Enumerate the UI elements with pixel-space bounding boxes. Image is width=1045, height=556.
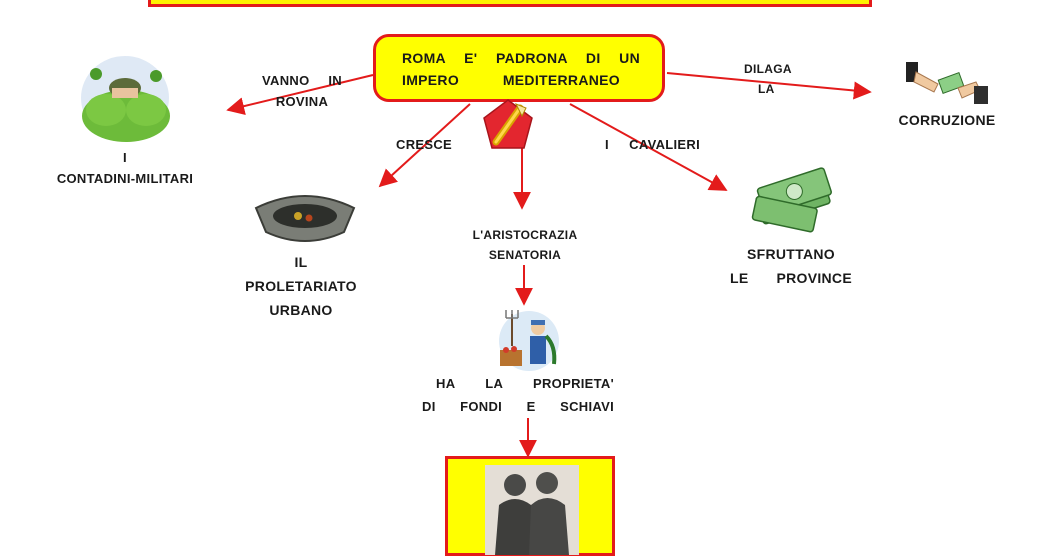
proletariato-line2: PROLETARIATO (245, 278, 357, 294)
contadini-line1: I (123, 150, 127, 165)
label-vanno: VANNO IN ROVINA (262, 73, 342, 109)
arrow-to-proletariato (378, 103, 471, 188)
root-concept-box: ROMA E' PADRONA DI UN IMPERO MEDITERRANE… (373, 34, 665, 102)
sfruttano-line1: SFRUTTANO (747, 246, 835, 262)
cavalieri-text: I CAVALIERI (605, 137, 700, 152)
money-bundle-icon (751, 167, 832, 233)
label-dilaga: DILAGA LA (744, 62, 800, 96)
statue-image-box (445, 456, 615, 556)
top-title-box (148, 0, 872, 7)
vanno-line1: VANNO IN (262, 73, 342, 88)
soldier-in-bush-icon (81, 56, 170, 142)
arrow-to-sfruttano (569, 103, 728, 191)
label-corruzione: CORRUZIONE (898, 112, 996, 128)
vanno-line2: ROVINA (275, 94, 329, 109)
label-proprieta: HA LA PROPRIETA' DI FONDI E SCHIAVI (422, 376, 614, 414)
label-cresce: CRESCE (396, 137, 452, 152)
arrow-to-contadini (226, 74, 374, 115)
proprieta-line2: DI FONDI E SCHIAVI (422, 399, 614, 414)
root-line1: ROMA E' PADRONA DI UN (402, 50, 640, 66)
label-sfruttano: SFRUTTANO LE PROVINCE (730, 246, 852, 286)
bribe-handshake-icon (906, 62, 988, 104)
aristocrazia-line2: SENATORIA (488, 248, 562, 262)
dilaga-line2: LA (758, 82, 775, 96)
farmer-with-pitchfork-icon (499, 310, 559, 371)
proletariato-line1: IL (294, 254, 308, 270)
aristocrazia-line1: L'ARISTOCRAZIA (472, 228, 578, 242)
arrow-to-corruzione (666, 72, 872, 100)
dilaga-line1: DILAGA (744, 62, 792, 76)
roman-bust-statue-icon (485, 465, 579, 555)
root-line2: IMPERO MEDITERRANEO (402, 72, 620, 88)
label-cavalieri: I CAVALIERI (605, 137, 700, 152)
label-aristocrazia: L'ARISTOCRAZIA SENATORIA (452, 228, 598, 262)
empty-hat-icon (254, 195, 356, 242)
proprieta-line1: HA LA PROPRIETA' (436, 376, 614, 391)
sfruttano-line2: LE PROVINCE (730, 270, 852, 286)
fasces-emblem-icon (483, 99, 533, 149)
contadini-line2: CONTADINI-MILITARI (56, 171, 194, 186)
label-proletariato: IL PROLETARIATO URBANO (236, 254, 366, 318)
label-contadini: I CONTADINI-MILITARI (48, 150, 202, 186)
proletariato-line3: URBANO (269, 302, 333, 318)
